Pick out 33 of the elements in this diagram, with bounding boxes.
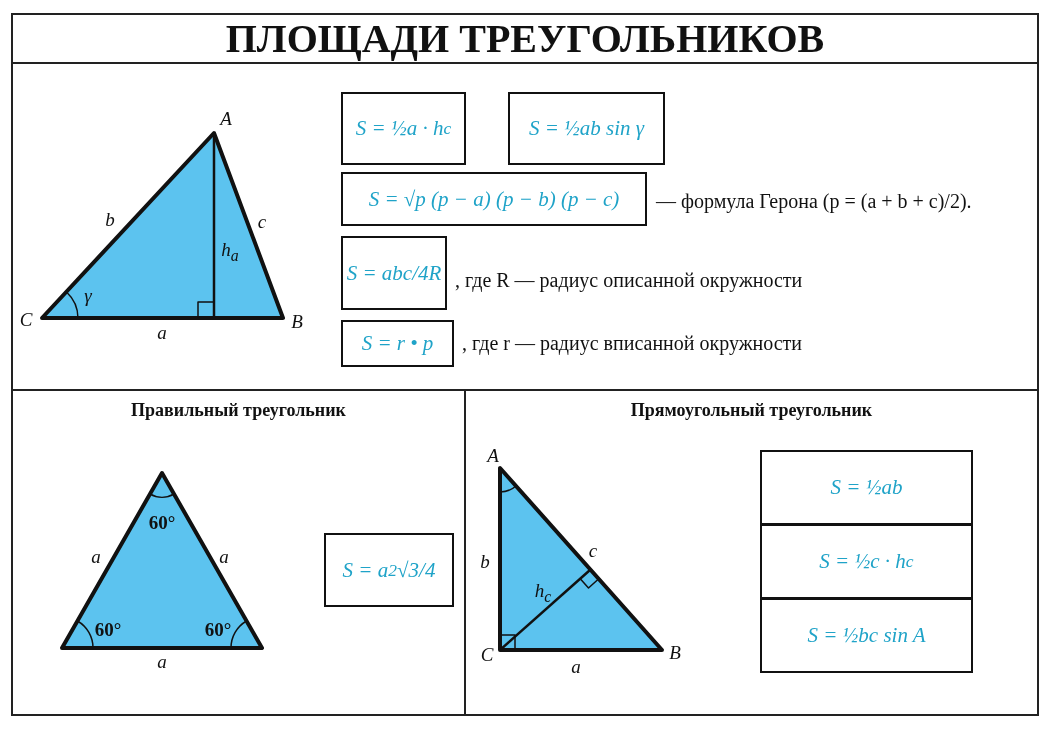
formula-note: , где r — радиус вписанной окружности bbox=[462, 332, 803, 355]
vertex-label: C bbox=[480, 644, 494, 666]
formula-box: S = r • p bbox=[341, 320, 454, 367]
side-label: a bbox=[157, 651, 167, 673]
vertex-label: C bbox=[19, 309, 33, 331]
side-label: a bbox=[571, 656, 581, 678]
formula-note: — формула Герона (p = (a + b + c)/2). bbox=[656, 190, 972, 213]
formula-box: S = ½ab bbox=[760, 450, 973, 525]
angle-label: 60° bbox=[204, 619, 232, 641]
section-heading: Прямоугольный треугольник bbox=[630, 400, 873, 420]
title: ПЛОЩАДИ ТРЕУГОЛЬНИКОВ bbox=[225, 16, 825, 61]
height-label: h$_{a}$ bbox=[221, 239, 239, 265]
section-heading: Правильный треугольник bbox=[131, 400, 346, 420]
vertex-label: A bbox=[220, 108, 232, 130]
formula-note: , где R — радиус описанной окружности bbox=[455, 269, 803, 292]
side-label: c bbox=[257, 211, 267, 233]
side-label: b bbox=[105, 209, 115, 231]
height-label: h$_{c}$ bbox=[534, 580, 552, 606]
vertex-label: B bbox=[291, 311, 303, 333]
vertex-label: A bbox=[487, 445, 499, 467]
formula-box: S = abc/4R bbox=[341, 236, 447, 310]
side-label: a bbox=[219, 546, 229, 568]
formula-box: S = √p (p − a) (p − b) (p − c) bbox=[341, 172, 647, 226]
side-label: b bbox=[480, 551, 490, 573]
formula-box: S = ½bc sin A bbox=[760, 598, 973, 673]
vertex-label: B bbox=[669, 642, 681, 664]
angle-label: 60° bbox=[148, 512, 176, 534]
angle-label: 60° bbox=[94, 619, 122, 641]
formula-box: S = ½ab sin γ bbox=[508, 92, 665, 165]
side-label: a bbox=[157, 322, 167, 344]
angle-label: γ bbox=[84, 285, 92, 307]
side-label: c bbox=[588, 540, 598, 562]
side-label: a bbox=[91, 546, 101, 568]
